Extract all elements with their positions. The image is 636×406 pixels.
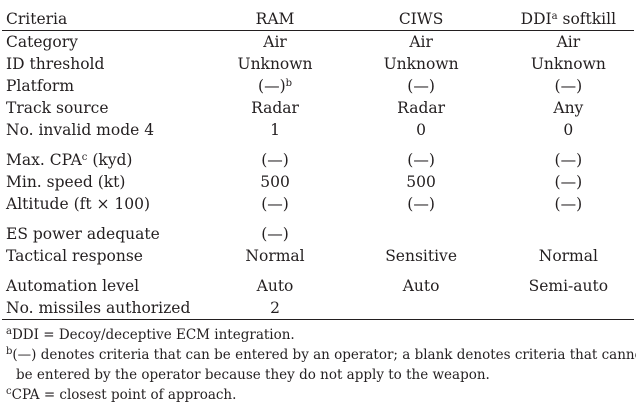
row-label: ID threshold	[6, 55, 105, 73]
header-row: Criteria RAM CIWS DDIa softkill	[2, 8, 634, 31]
table-row: Track source Radar Radar Any	[2, 97, 634, 119]
table-row: No. missiles authorized 2	[2, 297, 634, 320]
cell-ram: Normal	[245, 247, 305, 265]
cell-ram: (—)b	[211, 75, 340, 97]
row-label: Altitude (ft × 100)	[6, 195, 151, 213]
cell-ddi: Normal	[538, 247, 598, 265]
header-ciws: CIWS	[339, 8, 503, 31]
cell-ram: 1	[270, 121, 280, 139]
cell-ram-value: (—)	[258, 77, 286, 95]
table-footnotes: aDDI = Decoy/deceptive ECM integration. …	[6, 325, 636, 405]
footnote-b-line1: (—) denotes criteria that can be entered…	[12, 347, 636, 363]
header-criteria: Criteria	[2, 8, 211, 31]
row-label: Platform	[6, 77, 75, 95]
row-label: ES power adequate	[6, 225, 160, 243]
cell-ram: Unknown	[237, 55, 313, 73]
cell-ddi: 0	[563, 121, 574, 139]
cell-ram: 2	[210, 297, 340, 320]
row-label: No. invalid mode 4	[6, 121, 155, 139]
cell-ddi: Unknown	[530, 55, 606, 73]
footnote-marker-c: c	[81, 152, 88, 163]
header-ddi-suffix: softkill	[557, 10, 617, 28]
cell-ciws	[339, 297, 503, 320]
footnote-marker-b: b	[285, 78, 293, 89]
cell-ram: (—)	[261, 151, 289, 169]
header-ddi-prefix: DDI	[520, 10, 552, 28]
row-label: Max. CPAc (kyd)	[2, 141, 211, 171]
cell-ddi: (—)	[554, 173, 583, 191]
table-row: Altitude (ft × 100) (—) (—) (—)	[2, 193, 634, 215]
footnote-c-text: CPA = closest point of approach.	[11, 387, 237, 403]
header-ram: RAM	[210, 8, 340, 31]
table-row: No. invalid mode 4 1 0 0	[2, 119, 634, 141]
cell-ciws: Auto	[402, 277, 440, 295]
footnote-c-mark: c	[6, 386, 12, 397]
row-label: No. missiles authorized	[2, 297, 211, 320]
weapon-criteria-table: Criteria RAM CIWS DDIa softkill Category…	[2, 8, 634, 320]
cell-ram: (—)	[261, 195, 289, 213]
footnote-b: b(—) denotes criteria that can be entere…	[6, 345, 636, 365]
table-row: Max. CPAc (kyd) (—) (—) (—)	[2, 141, 634, 171]
cell-ram: Radar	[251, 99, 299, 117]
cell-ciws: 500	[406, 173, 436, 191]
table-row: Automation level Auto Auto Semi-auto	[2, 267, 634, 297]
table-row: Tactical response Normal Sensitive Norma…	[2, 245, 634, 267]
cell-ddi	[502, 297, 634, 320]
cell-ciws: (—)	[407, 151, 435, 169]
cell-ddi: (—)	[554, 195, 583, 213]
footnote-marker-a: a	[551, 11, 558, 22]
row-label: Track source	[6, 99, 109, 117]
cell-ddi	[503, 215, 634, 245]
footnote-b-mark: b	[6, 346, 13, 357]
cell-ddi: (—)	[554, 77, 583, 95]
footnote-a-text: DDI = Decoy/deceptive ECM integration.	[11, 327, 295, 343]
table-row: ID threshold Unknown Unknown Unknown	[2, 53, 634, 75]
row-label: Min. speed (kt)	[6, 173, 126, 191]
cell-ddi: (—)	[554, 151, 583, 169]
table-row: Platform (—)b (—) (—)	[2, 75, 634, 97]
cell-ciws: Radar	[397, 99, 446, 117]
row-label: Tactical response	[6, 247, 143, 265]
table-row: Category Air Air Air	[2, 31, 634, 54]
row-label: Automation level	[6, 277, 140, 295]
footnote-b-continued: be entered by the operator because they …	[16, 367, 490, 383]
cell-ram: 500	[260, 173, 290, 191]
cell-ciws: Unknown	[383, 55, 459, 73]
footnote-a: aDDI = Decoy/deceptive ECM integration.	[6, 325, 632, 345]
cell-ciws: (—)	[407, 77, 435, 95]
row-label-prefix: Max. CPA	[6, 151, 82, 169]
row-label-suffix: (kyd)	[87, 151, 133, 169]
cell-ciws: Air	[409, 33, 433, 51]
footnote-a-mark: a	[6, 326, 12, 337]
table-row: ES power adequate (—)	[2, 215, 634, 245]
cell-ram: Air	[263, 33, 287, 51]
row-label: Category	[6, 33, 78, 51]
cell-ciws: Sensitive	[385, 247, 457, 265]
cell-ram: (—)	[261, 225, 289, 243]
cell-ciws	[339, 215, 502, 245]
header-ddi: DDIa softkill	[502, 8, 634, 31]
cell-ram: Auto	[256, 277, 294, 295]
table-row: Min. speed (kt) 500 500 (—)	[2, 171, 634, 193]
cell-ciws: 0	[416, 121, 427, 139]
cell-ciws: (—)	[407, 195, 435, 213]
cell-ddi: Any	[553, 99, 584, 117]
cell-ddi: Air	[556, 33, 581, 51]
footnote-c: cCPA = closest point of approach.	[6, 385, 632, 405]
cell-ddi: Semi-auto	[528, 277, 609, 295]
